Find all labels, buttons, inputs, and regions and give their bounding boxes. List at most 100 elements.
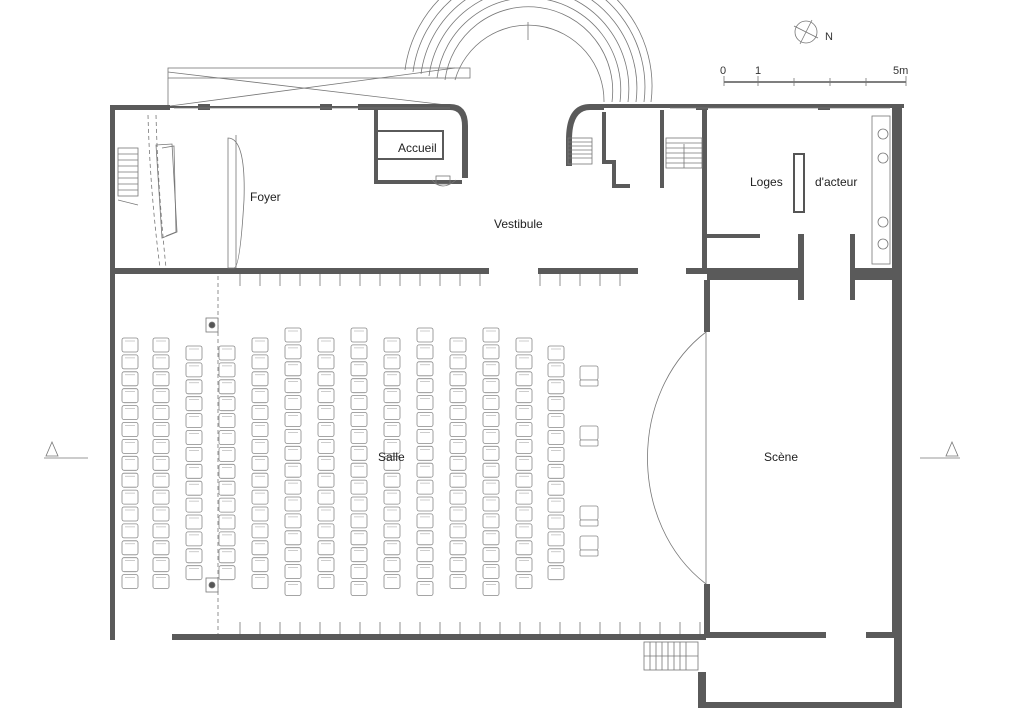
seat	[515, 422, 533, 437]
seat	[482, 361, 500, 377]
seat	[547, 548, 565, 564]
room-label-vestibule: Vestibule	[494, 217, 543, 231]
seat	[547, 362, 565, 378]
seat	[350, 496, 368, 512]
seat	[515, 506, 533, 522]
seat	[121, 405, 139, 421]
seat	[449, 438, 467, 454]
seat	[284, 378, 302, 394]
seat	[515, 557, 533, 573]
seat	[251, 574, 269, 589]
seat	[185, 379, 203, 395]
seat	[449, 574, 467, 589]
room-label-scene: Scène	[764, 450, 798, 464]
seat	[416, 462, 434, 478]
seat	[515, 438, 533, 454]
seat	[152, 422, 170, 437]
seat	[416, 344, 434, 360]
seat	[185, 531, 203, 547]
seat	[317, 557, 335, 573]
seat	[121, 388, 139, 404]
seat	[416, 428, 434, 444]
seat	[416, 547, 434, 563]
seat	[350, 479, 368, 495]
seat	[416, 581, 434, 596]
seat	[416, 445, 434, 461]
seat	[416, 496, 434, 512]
seat	[317, 438, 335, 454]
seat	[152, 371, 170, 387]
seat	[251, 557, 269, 573]
seat	[515, 405, 533, 421]
room-label-foyer: Foyer	[250, 190, 281, 204]
wall-ticks-bottom	[239, 622, 701, 634]
seat	[121, 506, 139, 522]
seat	[482, 344, 500, 360]
seat	[449, 540, 467, 556]
seat	[152, 540, 170, 556]
seat	[284, 581, 302, 596]
seat	[185, 396, 203, 412]
seat	[547, 480, 565, 496]
seat	[449, 337, 467, 353]
seat	[350, 428, 368, 444]
seat	[383, 523, 401, 539]
seat	[185, 413, 203, 429]
seat	[317, 371, 335, 387]
section-marker-right	[920, 440, 960, 459]
seat	[121, 422, 139, 437]
seat	[185, 463, 203, 479]
seat	[251, 438, 269, 454]
seat	[185, 362, 203, 378]
seat	[317, 354, 335, 370]
seat	[284, 479, 302, 495]
seat	[185, 497, 203, 513]
seat	[284, 445, 302, 461]
seat	[482, 496, 500, 512]
seat	[284, 564, 302, 579]
seat	[284, 412, 302, 427]
seat	[317, 574, 335, 589]
seat	[218, 345, 236, 361]
seat	[121, 455, 139, 471]
seat	[515, 354, 533, 370]
seat	[350, 412, 368, 427]
scale-label-one: 1	[755, 65, 761, 77]
seat	[350, 462, 368, 478]
seat	[152, 438, 170, 454]
seat	[547, 345, 565, 361]
exterior-steps-arcs	[404, 0, 653, 103]
compass-north-label: N	[825, 31, 833, 43]
seat	[383, 506, 401, 522]
seat	[482, 395, 500, 411]
seat	[350, 513, 368, 529]
seat	[482, 530, 500, 546]
seat	[121, 540, 139, 556]
seat	[251, 354, 269, 370]
seat	[579, 365, 599, 387]
seat	[218, 396, 236, 412]
room-label-dacteur: d'acteur	[815, 175, 857, 189]
seat	[185, 345, 203, 361]
seat	[416, 530, 434, 546]
seat	[449, 506, 467, 522]
seat	[218, 514, 236, 530]
room-label-accueil: Accueil	[398, 141, 437, 155]
seat	[317, 388, 335, 404]
seat	[515, 388, 533, 404]
seat	[350, 361, 368, 377]
seat	[121, 354, 139, 370]
seat	[449, 405, 467, 421]
seat	[121, 472, 139, 488]
seat	[317, 506, 335, 522]
seat	[251, 523, 269, 539]
seat	[350, 395, 368, 411]
seat	[482, 462, 500, 478]
seat	[317, 337, 335, 353]
seat	[547, 396, 565, 412]
seat	[218, 548, 236, 564]
seat	[482, 412, 500, 427]
seat	[251, 422, 269, 437]
seat	[284, 428, 302, 444]
